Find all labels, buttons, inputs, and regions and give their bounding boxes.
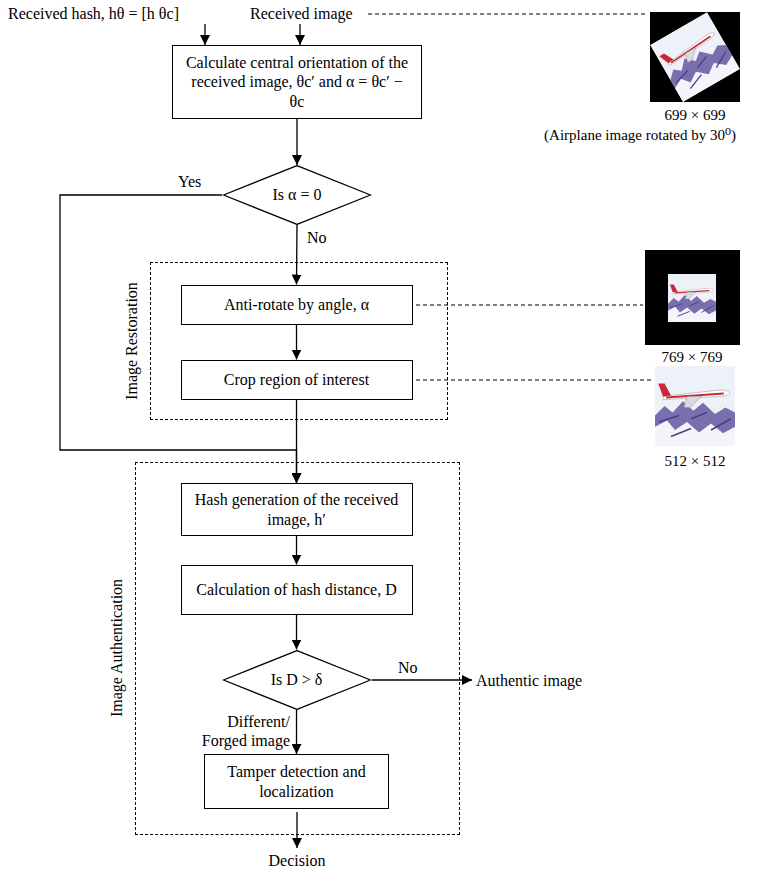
flow-arrow: [296, 400, 297, 484]
leader-line: [416, 305, 643, 306]
group-region: Image AuthenticationHash generation of t…: [135, 462, 460, 835]
process-box: Hash generation of the received image, h…: [181, 483, 413, 536]
dimension-label: 769 × 769: [662, 348, 723, 366]
leader-line: [416, 380, 653, 381]
node-text: Hash generation of the received image, h…: [192, 490, 402, 528]
node-text: Is α = 0: [273, 185, 322, 204]
rotated-image: [650, 12, 740, 102]
node-text: Is D > δ: [271, 670, 323, 689]
output-arrow: [296, 812, 297, 848]
flow-arrow: [296, 615, 297, 650]
edge-label: No: [305, 228, 329, 247]
input-arrow: [204, 24, 205, 45]
flow-arrow: [296, 325, 297, 360]
output-label: Authentic image: [476, 671, 582, 690]
node-text: Anti-rotate by angle, α: [224, 295, 369, 314]
leader-line: [368, 14, 648, 15]
node-text: Crop region of interest: [224, 370, 369, 389]
anti-rotated-image: [645, 250, 740, 345]
process-box: Tamper detection and localization: [204, 754, 389, 809]
flow-arrow: [296, 536, 297, 565]
group-title: Image Restoration: [122, 262, 142, 420]
flow-arrow: [296, 710, 297, 755]
node-text: Tamper detection and localization: [215, 762, 378, 800]
input-arrow: [299, 24, 300, 45]
decision-diamond: Is α = 0: [222, 165, 372, 225]
edge-label: Yes: [176, 172, 203, 191]
flow-arrow: [296, 119, 297, 165]
group-title: Image Authentication: [107, 462, 127, 835]
branch-label: No: [398, 658, 418, 677]
input-label: Received image: [250, 4, 353, 23]
diamond-shape: [223, 650, 370, 709]
process-box: Calculate central orientation of the rec…: [172, 45, 422, 119]
dimension-label: 699 × 699: [665, 106, 726, 124]
process-box: Crop region of interest: [181, 360, 413, 400]
edge-label: Different/ Forged image: [186, 712, 292, 750]
flow-arrow: [60, 195, 297, 483]
output-label: Decision: [269, 851, 326, 870]
cropped-image: [655, 366, 735, 446]
dimension-label: 512 × 512: [665, 452, 726, 470]
process-box: Calculation of hash distance, D: [181, 565, 413, 615]
flow-arrow: [296, 225, 298, 285]
decision-diamond: Is D > δ: [222, 650, 372, 710]
group-region: Image RestorationAnti-rotate by angle, α…: [150, 262, 448, 420]
image-caption: (Airplane image rotated by 30⁰): [544, 126, 736, 144]
node-text: Calculation of hash distance, D: [196, 580, 396, 599]
output-arrow: [372, 679, 472, 680]
input-label: Received hash, hθ = [h θc]: [8, 4, 179, 23]
node-text: Calculate central orientation of the rec…: [183, 53, 411, 111]
diamond-shape: [224, 166, 371, 225]
process-box: Anti-rotate by angle, α: [181, 285, 413, 325]
